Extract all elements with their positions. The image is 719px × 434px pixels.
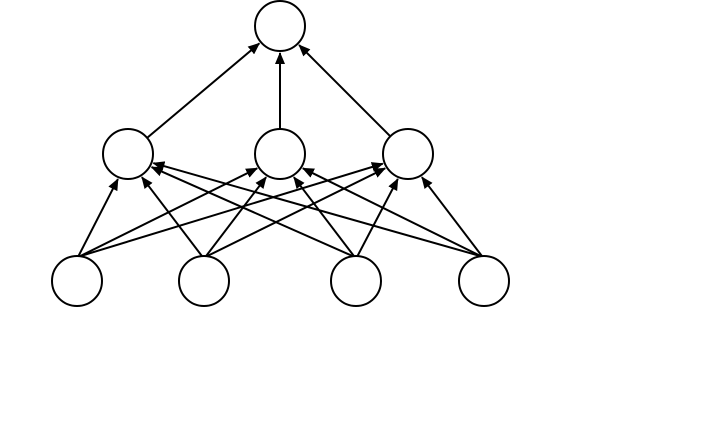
input-3-node: [331, 256, 381, 306]
edge-input-3-to-hidden-3: [358, 179, 398, 256]
edge-input-1-to-hidden-1: [79, 179, 118, 256]
hidden-1-node: [103, 129, 153, 179]
edge-input-4-to-hidden-3: [422, 177, 482, 256]
nodes-layer: [52, 1, 509, 306]
output-1-node: [255, 1, 305, 51]
edge-input-4-to-hidden-1: [153, 163, 480, 256]
edge-hidden-3-to-output-1: [299, 45, 390, 136]
hidden-3-node: [383, 129, 433, 179]
input-1-node: [52, 256, 102, 306]
input-2-node: [179, 256, 229, 306]
input-4-node: [459, 256, 509, 306]
edge-hidden-1-to-output-1: [147, 43, 259, 137]
hidden-2-node: [255, 129, 305, 179]
edge-input-2-to-hidden-1: [142, 177, 202, 256]
